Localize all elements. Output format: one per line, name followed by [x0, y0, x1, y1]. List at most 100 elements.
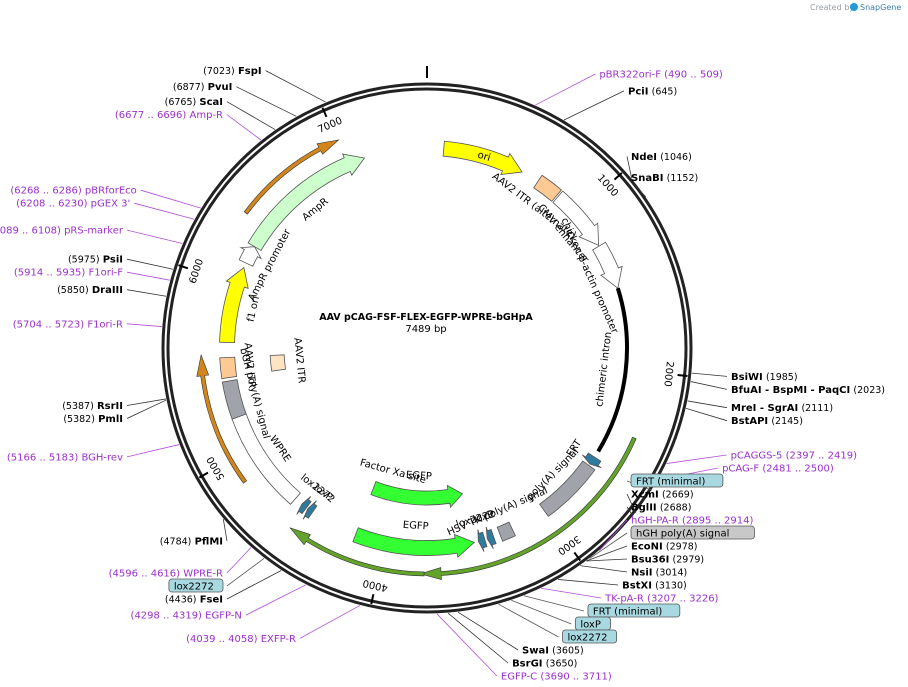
site-name: PmlI — [98, 414, 123, 425]
site-text: (6765) ScaI — [165, 97, 223, 108]
site-text: EcoNI (2978) — [631, 542, 698, 553]
tick-mark-1000 — [613, 172, 623, 181]
site-text: (6089 .. 6108) pRS-marker — [0, 226, 124, 237]
site-econi[interactable]: EcoNI (2978) — [586, 542, 698, 562]
site-pcaggs-5[interactable]: pCAGGS-5 (2397 .. 2419) — [666, 451, 858, 464]
site-xcmi[interactable]: XcmI (2669) — [626, 490, 694, 514]
feature-ampr[interactable]: AmpR — [247, 153, 366, 252]
site-pbr322ori-f[interactable]: pBR322ori-F (490 .. 509) — [535, 70, 723, 106]
site-draiii[interactable]: (5850) DraIII — [57, 285, 167, 297]
site-pvui[interactable]: (6877) PvuI — [173, 82, 297, 117]
tick-mark-6000 — [178, 264, 189, 270]
site-pcii[interactable]: PciI (645) — [563, 86, 677, 121]
feature-shape — [496, 521, 516, 542]
site-pmli[interactable]: (5382) PmlI — [63, 399, 167, 425]
site-name: pRS-marker — [64, 226, 124, 237]
site-leader-line — [226, 570, 282, 600]
site-ndei[interactable]: NdeI (1046) — [626, 152, 692, 179]
site-scai[interactable]: (6765) ScaI — [165, 97, 276, 130]
site-bsrgi[interactable]: BsrGI (3650) — [447, 612, 577, 670]
site-position: (2979) — [673, 555, 705, 566]
site-prs-marker[interactable]: (6089 .. 6108) pRS-marker — [0, 226, 183, 244]
feature-ori[interactable]: ori — [442, 140, 523, 176]
site-leader-line — [299, 605, 361, 639]
feature-label: ori — [476, 150, 492, 164]
site-bstapi[interactable]: BstAPI (2145) — [685, 407, 803, 427]
box-hgh-poly-a-signal[interactable]: hGH poly(A) signal — [589, 525, 755, 559]
box-loxp[interactable]: loxP — [511, 599, 611, 631]
site-pgex-3[interactable]: (6208 .. 6230) pGEX 3' — [16, 199, 195, 220]
site-egfp-c[interactable]: EGFP-C (3690 .. 3711) — [436, 613, 612, 683]
site-wpre-r[interactable]: (4596 .. 4616) WPRE-R — [109, 547, 252, 579]
site-psii[interactable]: (5975) PsiI — [68, 255, 174, 270]
site-position: (6208 .. 6230) — [16, 199, 88, 210]
site-tk-pa-r[interactable]: TK-pA-R (3207 .. 3226) — [541, 587, 719, 605]
site-bstxi[interactable]: BstXI (3130) — [558, 579, 687, 592]
site-position: (3605) — [552, 646, 584, 657]
site-name: hGH-PA-R — [631, 516, 679, 527]
feature-lox2272[interactable]: lox2272 — [296, 472, 337, 515]
tick-label-2000: 2000 — [661, 361, 675, 387]
box-label: FRT (minimal) — [636, 477, 705, 488]
site-position: (490 .. 509) — [664, 70, 723, 81]
box-lox2272[interactable]: lox2272 — [498, 603, 618, 644]
site-snabi[interactable]: SnaBI (1152) — [626, 173, 698, 198]
site-swai[interactable]: SwaI (3605) — [457, 611, 584, 657]
site-leader-line — [586, 545, 628, 562]
feature-aav2-itr[interactable]: AAV2 ITR — [219, 342, 257, 389]
site-text: (4039 .. 4058) EXFP-R — [186, 634, 296, 645]
site-name: pBRforEco — [85, 186, 137, 197]
feature-label: EGFP — [402, 520, 429, 533]
site-exfp-r[interactable]: (4039 .. 4058) EXFP-R — [186, 605, 361, 645]
box-frt-minimal[interactable]: FRT (minimal) — [523, 595, 681, 618]
site-text: (5850) DraIII — [57, 285, 123, 296]
orf-arrow-1 — [243, 139, 340, 215]
site-pflmi[interactable]: (4784) PflMI — [160, 519, 228, 547]
site-text: (5166 .. 5183) BGH-rev — [7, 452, 123, 463]
site-name: BglII — [631, 503, 657, 514]
box-lox2272[interactable]: lox2272 — [168, 557, 265, 592]
box-frt-minimal[interactable]: FRT (minimal) — [626, 473, 724, 491]
box-shape — [587, 603, 681, 618]
inner-feature-egfp[interactable]: EGFP — [370, 470, 464, 509]
site-nsii[interactable]: NsiI (3014) — [579, 565, 687, 579]
tick-mark-7000 — [321, 107, 328, 118]
site-hgh-pa-r[interactable]: hGH-PA-R (2895 .. 2914) — [599, 516, 753, 551]
site-bglii[interactable]: BglII (2688) — [626, 503, 691, 517]
site-layer: (7023) FspI(6877) PvuI(6765) ScaI (6677 .… — [0, 66, 885, 682]
site-bsu36i[interactable]: Bsu36I (2979) — [586, 555, 704, 566]
site-text: pCAGGS-5 (2397 .. 2419) — [731, 451, 858, 462]
feature-egfp[interactable]: EGFP — [352, 520, 476, 559]
site-text: NsiI (3014) — [631, 568, 687, 579]
site-mrei-sgrai[interactable]: MreI - SgrAI (2111) — [687, 400, 833, 414]
site-leader-line — [236, 86, 297, 117]
site-amp-r[interactable]: (6677 .. 6696) Amp-R — [115, 110, 262, 141]
site-rsrii[interactable]: (5387) RsrII — [62, 398, 166, 412]
site-f1ori-r[interactable]: (5704 .. 5723) F1ori-R — [13, 319, 162, 330]
site-bfuai-bspmi-paqci[interactable]: BfuAI - BspMI - PaqCI (2023) — [690, 381, 885, 396]
site-position: (2023) — [853, 385, 885, 396]
box-label: lox2272 — [174, 581, 214, 592]
site-leader-line — [140, 189, 201, 209]
site-name: NsiI — [631, 568, 652, 579]
box-shape — [630, 473, 724, 488]
feature-shape — [302, 500, 318, 520]
orf-arrow-3 — [289, 527, 425, 577]
orf-arrow-2 — [196, 353, 248, 484]
site-bgh-rev[interactable]: (5166 .. 5183) BGH-rev — [7, 444, 180, 464]
site-fsei[interactable]: (4436) FseI — [165, 570, 282, 605]
site-name: WPRE-R — [183, 568, 223, 579]
site-name: TK-pA-R — [604, 594, 644, 605]
site-pbrforeco[interactable]: (6268 .. 6286) pBRforEco — [10, 186, 201, 209]
site-position: (5704 .. 5723) — [13, 319, 85, 330]
site-name: BGH-rev — [81, 452, 123, 463]
site-egfp-n[interactable]: (4298 .. 4319) EGFP-N — [131, 584, 307, 622]
tick-label-4000: 4000 — [362, 577, 389, 593]
site-fspi[interactable]: (7023) FspI — [203, 66, 326, 103]
snapgene-watermark: Created by SnapGene — [810, 3, 901, 12]
inner-feature-aav2-itr[interactable]: AAV2 ITR — [269, 337, 307, 384]
site-bsiwi[interactable]: BsiWI (1985) — [691, 372, 798, 383]
site-text: PciI (645) — [628, 86, 677, 97]
site-leader-line — [226, 547, 252, 574]
site-f1ori-f[interactable]: (5914 .. 5935) F1ori-F — [14, 268, 170, 281]
